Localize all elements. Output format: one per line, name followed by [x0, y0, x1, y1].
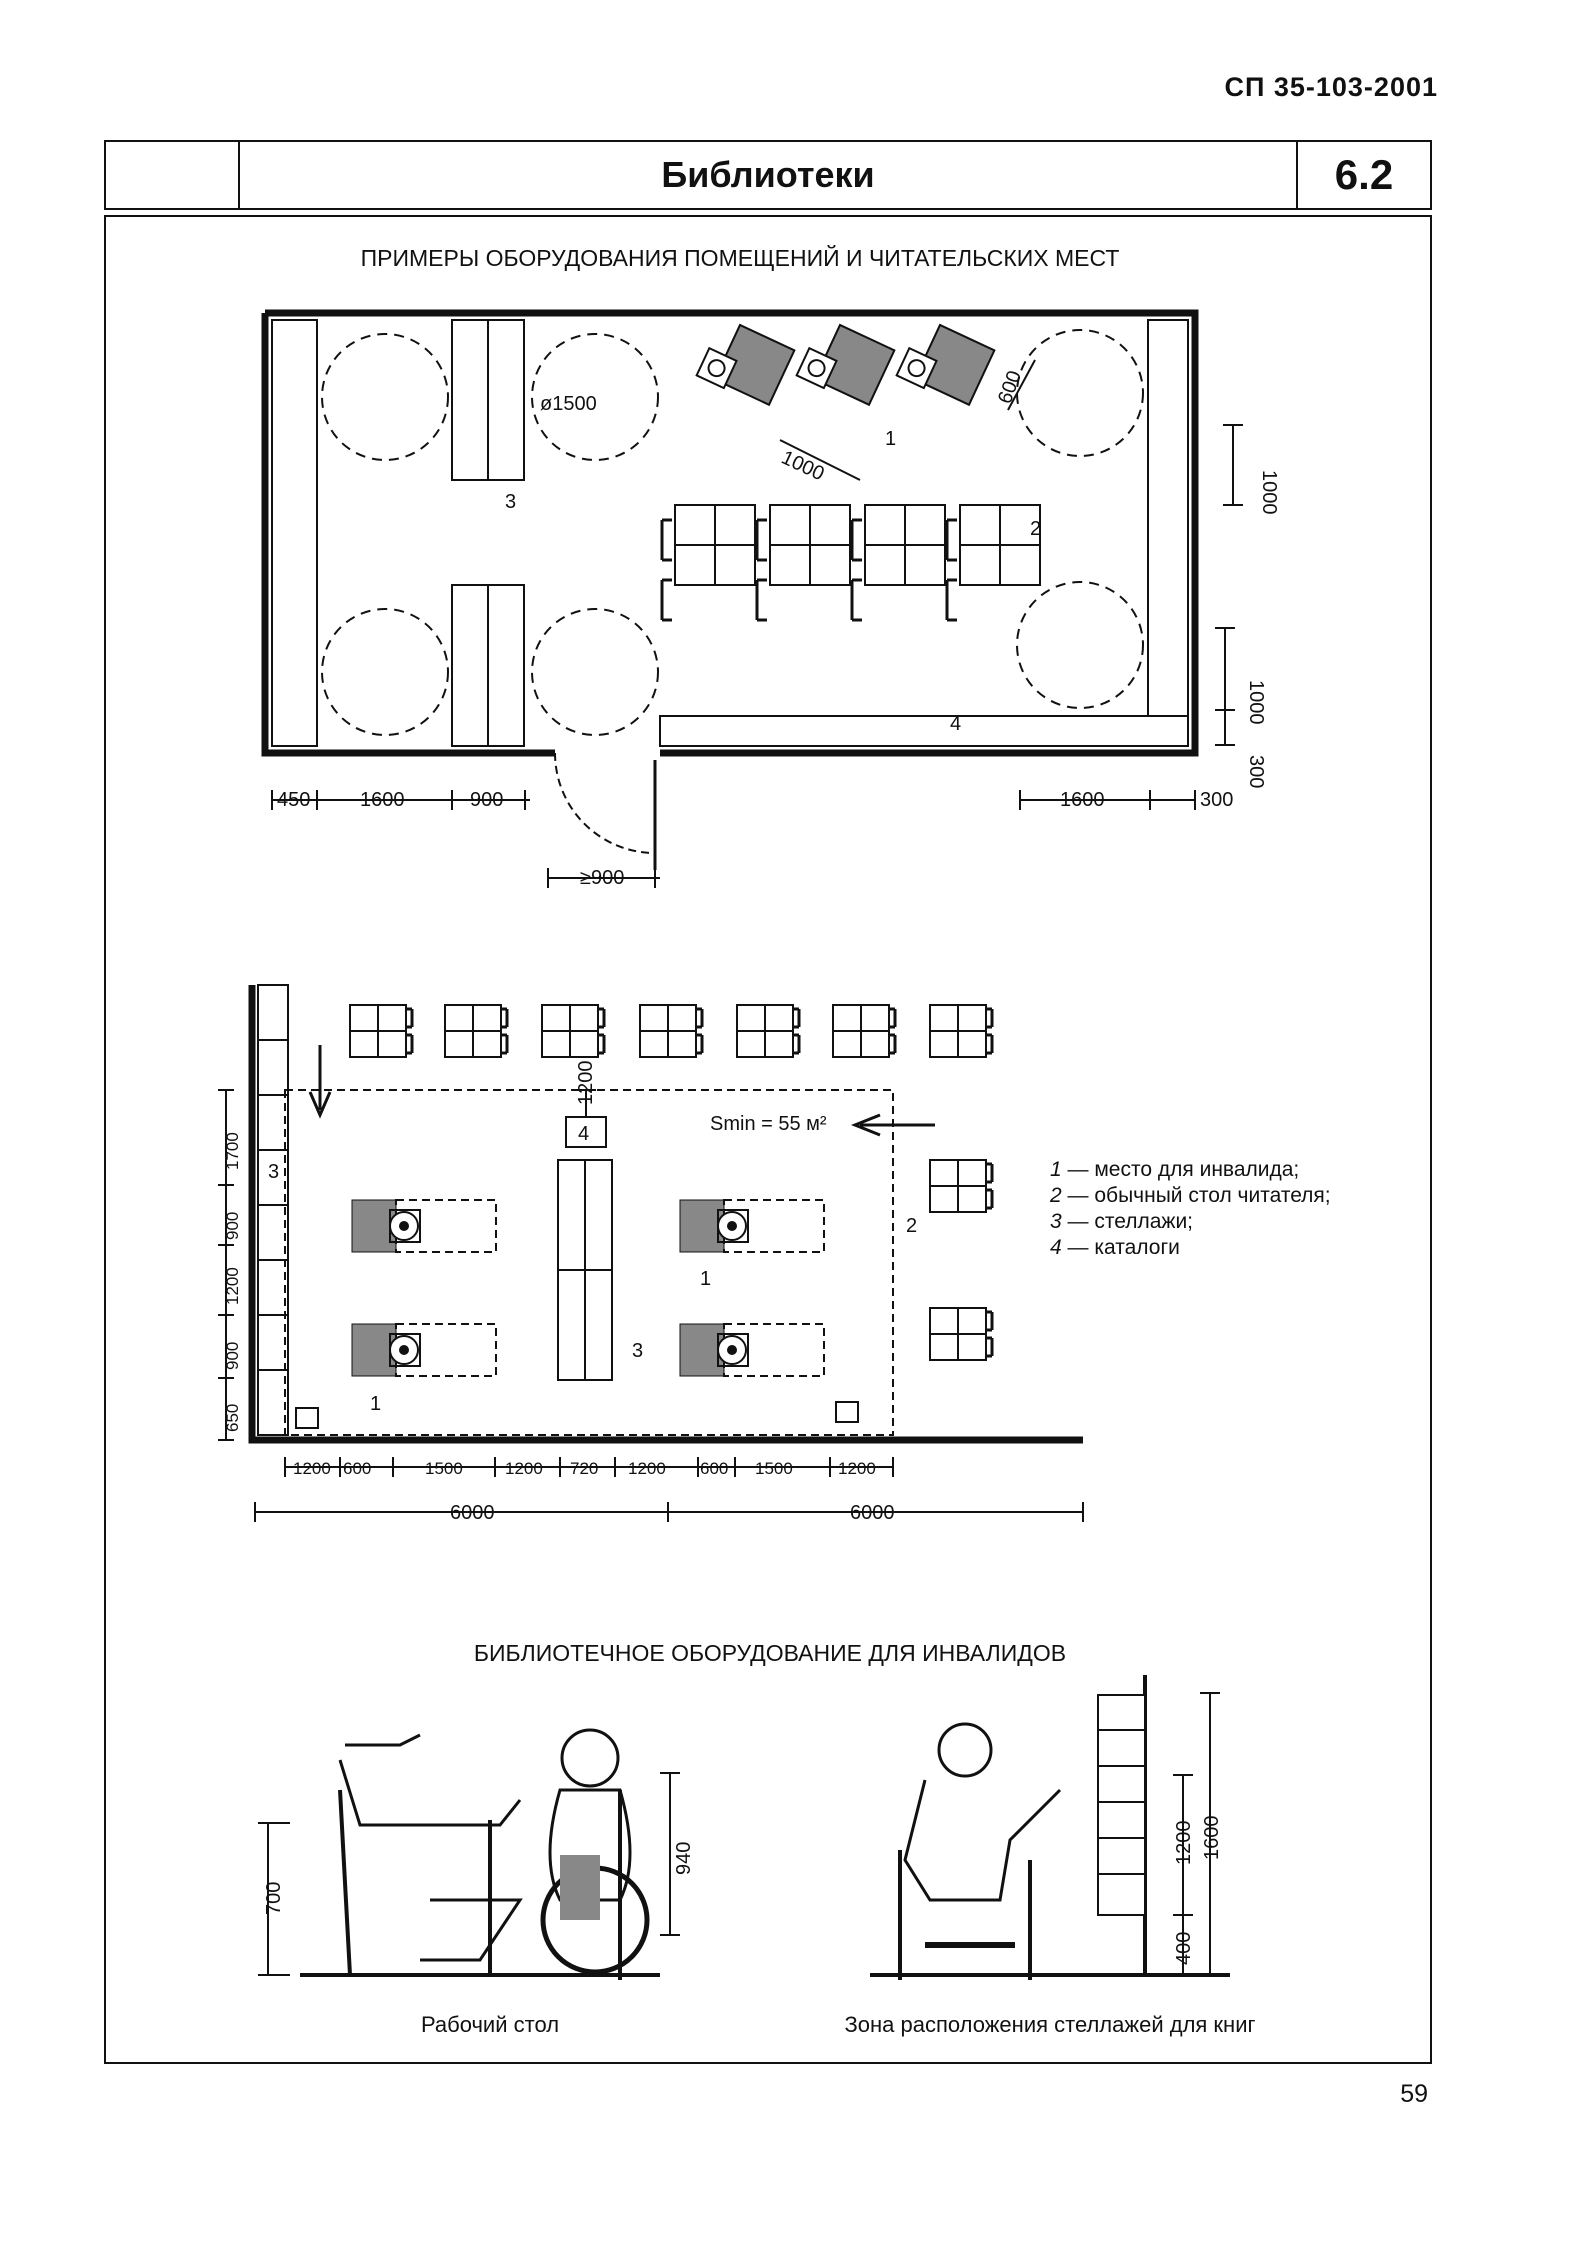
- plan-1: [261, 309, 1243, 888]
- total-dim-right: 6000: [850, 1502, 895, 1524]
- section1-heading: ПРИМЕРЫ ОБОРУДОВАНИЯ ПОМЕЩЕНИЙ И ЧИТАТЕЛ…: [360, 245, 1120, 271]
- section-number: 6.2: [1334, 151, 1394, 198]
- central-shelf: [451, 584, 489, 747]
- dim-1600-right: 1600: [1060, 789, 1105, 811]
- bottom-dim: 1500: [425, 1459, 463, 1478]
- turning-circles: [321, 329, 1144, 736]
- room-wall: [248, 985, 1083, 1444]
- legend-item: 2 — обычный стол читателя;: [1050, 1184, 1331, 1207]
- left-dim-650: 650: [223, 1404, 242, 1432]
- plan1-label-4: 4: [950, 713, 961, 735]
- plan1-label-2: 2: [1030, 518, 1041, 540]
- header-bar: Библиотеки 6.2: [104, 140, 1432, 210]
- reader-tables: [660, 504, 1041, 622]
- dimension-lines: [218, 1089, 1084, 1522]
- wall-shelf: [257, 984, 289, 1436]
- bottom-dim: 600: [343, 1459, 371, 1478]
- bottom-dim: 1200: [838, 1459, 876, 1478]
- arrow: [850, 1113, 935, 1137]
- reader-tables: [348, 1003, 994, 1362]
- left-dim-1700: 1700: [223, 1132, 242, 1170]
- header-divider: [238, 142, 240, 208]
- central-shelf: [451, 319, 489, 481]
- dim-1200-top: 1200: [575, 1061, 597, 1106]
- seat-height-dim: 940: [673, 1842, 695, 1875]
- catalog-counter: [659, 715, 1189, 747]
- bottom-dim: 1200: [293, 1459, 331, 1478]
- central-shelf: [487, 319, 525, 481]
- plan2-label-2: 2: [906, 1215, 917, 1237]
- bottom-dim: 1200: [505, 1459, 543, 1478]
- dim-600-slant: 600: [994, 368, 1026, 407]
- legend-item: 3 — стеллажи;: [1050, 1210, 1194, 1233]
- dim-1000-right: 1000: [1258, 470, 1280, 515]
- header-divider: [1296, 142, 1298, 208]
- left-dim-900: 900: [223, 1342, 242, 1370]
- bottom-dim: 600: [700, 1459, 728, 1478]
- plan1-label-3: 3: [505, 491, 516, 513]
- circle-diameter-label: ø1500: [540, 393, 597, 415]
- legend-item: 4 — каталоги: [1050, 1236, 1180, 1259]
- accessible-desks-tilted: [695, 316, 996, 410]
- bottom-dim: 720: [570, 1459, 598, 1478]
- caption-desk: Рабочий стол: [420, 2012, 560, 2037]
- total-dim-left: 6000: [450, 1502, 495, 1524]
- left-dim-900b: 900: [223, 1212, 242, 1240]
- door-swing: [554, 752, 656, 854]
- room-wall: [265, 309, 1199, 757]
- dim-1600: 1600: [360, 789, 405, 811]
- shelf-dim-400: 400: [1173, 1932, 1195, 1965]
- legend-item: 1 — место для инвалида;: [1050, 1158, 1300, 1181]
- dim-300-bottom: 300: [1200, 789, 1233, 811]
- bottom-dim: 1200: [628, 1459, 666, 1478]
- shelf-drawing: [870, 1675, 1230, 1980]
- page-number: 59: [1400, 2080, 1428, 2108]
- plan1-label-1: 1: [885, 428, 896, 450]
- dim-450: 450: [277, 789, 310, 811]
- bottom-dim: 1500: [755, 1459, 793, 1478]
- area-label: Smin = 55 м²: [710, 1113, 827, 1135]
- central-shelf: [487, 584, 525, 747]
- caption-shelf: Зона расположения стеллажей для книг: [844, 2012, 1256, 2037]
- legend: 1 — место для инвалида; 2 — обычный стол…: [1050, 1157, 1331, 1261]
- page-title: Библиотеки: [661, 154, 875, 195]
- arrow: [308, 1045, 332, 1119]
- desk-height-dim: 700: [263, 1882, 285, 1915]
- plan2-label-4: 4: [578, 1123, 589, 1145]
- wall-shelf: [271, 319, 318, 747]
- dimension-lines: [271, 359, 1243, 888]
- desk-drawing: [258, 1728, 680, 1980]
- shelf-dim-1200: 1200: [1173, 1821, 1195, 1866]
- catalog-box: [565, 1116, 607, 1148]
- dim-900: 900: [470, 789, 503, 811]
- plan2-label-3b: 3: [632, 1340, 643, 1362]
- wall-shelf: [1147, 319, 1189, 723]
- dim-door: ≥900: [580, 867, 624, 889]
- content-panel: [104, 215, 1432, 2064]
- left-dim-1200: 1200: [223, 1267, 242, 1305]
- section3-heading: БИБЛИОТЕЧНОЕ ОБОРУДОВАНИЕ ДЛЯ ИНВАЛИДОВ: [473, 1640, 1067, 1666]
- plan2-label-1b: 1: [700, 1268, 711, 1290]
- dim-1000-right-2: 1000: [1245, 680, 1267, 725]
- plan2-label-3a: 3: [268, 1161, 279, 1183]
- plan-2: [218, 984, 1084, 1522]
- document-code: СП 35-103-2001: [1224, 72, 1438, 102]
- dim-300-right: 300: [1245, 755, 1267, 788]
- plan2-label-1a: 1: [370, 1393, 381, 1415]
- room-wall: [261, 313, 555, 757]
- shelf-dim-1600: 1600: [1201, 1816, 1223, 1861]
